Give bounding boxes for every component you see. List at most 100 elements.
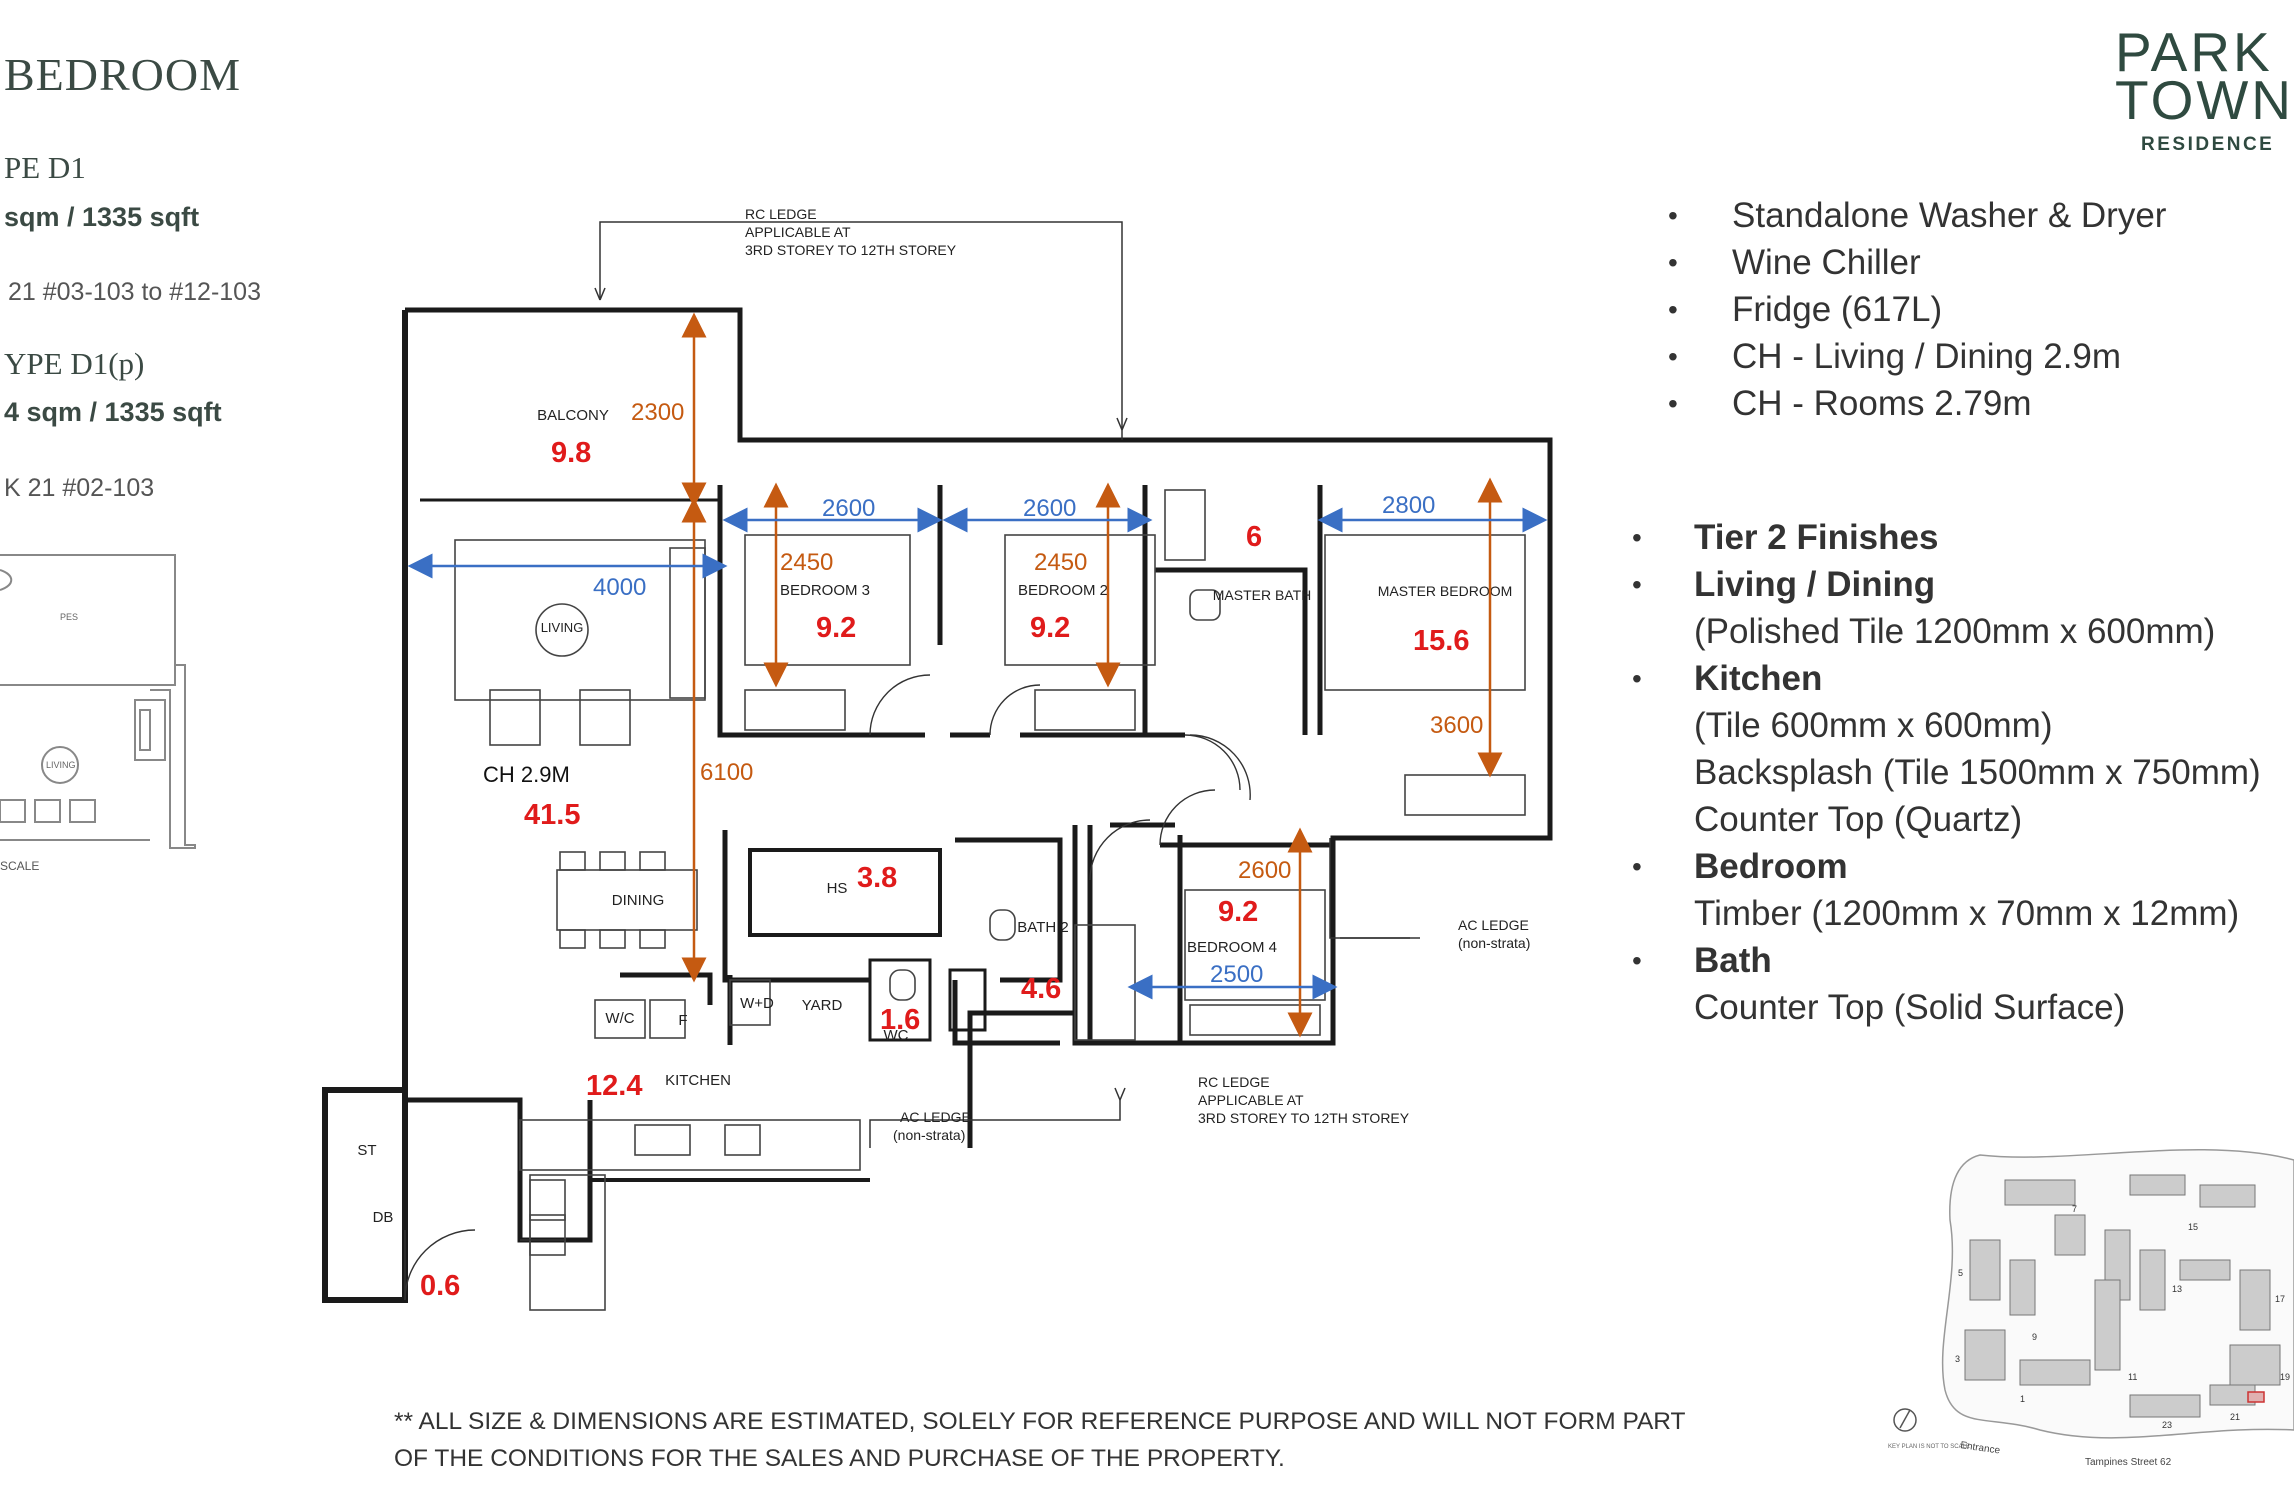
bullet-icon: • <box>1632 522 1642 553</box>
block-label: 21 <box>2230 1412 2240 1422</box>
logo-line-1: PARK <box>2114 21 2273 83</box>
block-label: 23 <box>2162 1420 2172 1430</box>
block-label: 1 <box>2020 1394 2025 1404</box>
dim-bed2-depth: 2450 <box>1034 549 1087 576</box>
finish-detail: Timber (1200mm x 70mm x 12mm) <box>1694 894 2240 933</box>
dim-master-depth: 3600 <box>1430 712 1483 739</box>
finishes-list: •Tier 2 Finishes •Living / Dining (Polis… <box>1632 514 2261 1031</box>
dim-balcony-depth: 2300 <box>631 399 684 426</box>
dim-master-width: 2800 <box>1382 492 1435 519</box>
room-label-master-bedroom: MASTER BEDROOM <box>1378 583 1513 599</box>
list-item: •Tier 2 Finishes <box>1632 514 2261 561</box>
finish-detail: (Tile 600mm x 600mm) <box>1694 706 2053 745</box>
dim-bed3-depth: 2450 <box>780 549 833 576</box>
box-label-wc: W/C <box>605 1010 634 1027</box>
area-bedroom2: 9.2 <box>1030 612 1070 644</box>
brand-logo: PARK TOWN <box>2114 21 2294 131</box>
bullet-icon: • <box>1668 388 1678 419</box>
finish-detail: (Polished Tile 1200mm x 600mm) <box>1694 612 2216 651</box>
dim-living-depth: 6100 <box>700 759 753 786</box>
bullet-icon: • <box>1668 341 1678 372</box>
unit-type-d1: PE D1 <box>4 150 86 185</box>
ac-ledge-bottom-1: AC LEDGE <box>900 1109 971 1125</box>
list-item: •Standalone Washer & Dryer <box>1668 192 2166 239</box>
area-balcony: 9.8 <box>551 437 591 469</box>
room-label-bedroom4: BEDROOM 4 <box>1187 939 1277 956</box>
dim-bed3-width: 2600 <box>822 495 875 522</box>
area-hs: 3.8 <box>857 862 897 894</box>
block-label: 15 <box>2188 1222 2198 1232</box>
block-label: 7 <box>2072 1204 2077 1214</box>
block-label: 5 <box>1958 1268 1963 1278</box>
logo-line-2: TOWN <box>2114 69 2294 131</box>
room-label-bedroom2: BEDROOM 2 <box>1018 582 1108 599</box>
area-wc: 1.6 <box>880 1004 920 1036</box>
area-bedroom3: 9.2 <box>816 612 856 644</box>
dim-bed2-width: 2600 <box>1023 495 1076 522</box>
disclaimer: ** ALL SIZE & DIMENSIONS ARE ESTIMATED, … <box>394 1408 1686 1472</box>
room-label-bath2: BATH 2 <box>1017 919 1068 936</box>
unit-list-d1p: K 21 #02-103 <box>4 474 155 502</box>
area-entry: 0.6 <box>420 1270 460 1302</box>
block-label: 11 <box>2128 1372 2137 1382</box>
blue-dimensions <box>407 507 1548 1000</box>
list-item: •CH - Rooms 2.79m <box>1668 380 2166 427</box>
box-label-f: F <box>678 1012 687 1029</box>
dim-bed4-width: 2500 <box>1210 961 1263 988</box>
block-label: 9 <box>2032 1332 2037 1342</box>
finish-detail: Counter Top (Solid Surface) <box>1694 988 2126 1027</box>
thumb-pes-label: PES <box>60 612 78 622</box>
bullet-icon: • <box>1632 663 1642 694</box>
list-item: •Kitchen <box>1632 655 2261 702</box>
room-label-st: ST <box>357 1142 376 1159</box>
room-label-balcony: BALCONY <box>537 407 609 424</box>
unit-type-d1p: YPE D1(p) <box>4 346 145 381</box>
list-item: •Bedroom <box>1632 843 2261 890</box>
unit-location-marker <box>2247 1391 2265 1403</box>
rc-ledge-bottom-2: APPLICABLE AT <box>1198 1092 1304 1108</box>
rc-ledge-top-1: RC LEDGE <box>745 206 817 222</box>
ceiling-height-note: CH 2.9M <box>483 762 570 787</box>
area-bedroom4: 9.2 <box>1218 896 1258 928</box>
thumb-scale-label: SCALE <box>0 859 39 873</box>
ac-ledge-right-1: AC LEDGE <box>1458 917 1529 933</box>
room-label-db: DB <box>373 1209 394 1226</box>
room-label-yard: YARD <box>802 997 843 1014</box>
finish-detail: Backsplash (Tile 1500mm x 750mm) <box>1694 753 2261 792</box>
bullet-icon: • <box>1668 200 1678 231</box>
ac-ledge-bottom-2: (non-strata) <box>893 1127 965 1143</box>
thumb-living-label: LIVING <box>46 760 76 770</box>
area-kitchen: 12.4 <box>586 1070 642 1102</box>
rc-ledge-top-2: APPLICABLE AT <box>745 224 851 240</box>
room-label-dining: DINING <box>612 892 665 909</box>
bullet-icon: • <box>1668 247 1678 278</box>
list-item: •CH - Living / Dining 2.9m <box>1668 333 2166 380</box>
key-plan: 7 15 13 17 9 5 3 1 11 19 21 23 Entrance … <box>1888 1149 2294 1468</box>
room-label-bedroom3: BEDROOM 3 <box>780 582 870 599</box>
block-label: 3 <box>1955 1354 1960 1364</box>
area-master-bedroom: 15.6 <box>1413 625 1469 657</box>
north-arrow-icon <box>1893 1408 1917 1432</box>
list-item: •Living / Dining <box>1632 561 2261 608</box>
list-item: •Wine Chiller <box>1668 239 2166 286</box>
area-bath2: 4.6 <box>1021 973 1061 1005</box>
area-living: 41.5 <box>524 799 580 831</box>
room-label-wc: WC <box>884 1027 909 1044</box>
room-label-living: LIVING <box>541 620 584 635</box>
dim-living-width: 4000 <box>593 574 646 601</box>
bullet-icon: • <box>1632 851 1642 882</box>
box-label-wd: W+D <box>740 995 774 1012</box>
walls <box>322 307 1553 1303</box>
block-label: 19 <box>2280 1372 2290 1382</box>
rc-ledge-bottom-1: RC LEDGE <box>1198 1074 1270 1090</box>
rc-ledge-bottom-3: 3RD STOREY TO 12TH STOREY <box>1198 1110 1410 1126</box>
unit-list-d1: 21 #03-103 to #12-103 <box>8 278 261 306</box>
room-label-kitchen: KITCHEN <box>665 1072 731 1089</box>
finish-detail: Counter Top (Quartz) <box>1694 800 2023 839</box>
logo-line-3: RESIDENCE <box>2141 134 2275 155</box>
list-item: •Bath <box>1632 937 2261 984</box>
block-label: 13 <box>2172 1284 2182 1294</box>
dim-bed4-depth: 2600 <box>1238 857 1291 884</box>
ac-ledge-right-2: (non-strata) <box>1458 935 1530 951</box>
features-list: •Standalone Washer & Dryer •Wine Chiller… <box>1668 192 2166 427</box>
